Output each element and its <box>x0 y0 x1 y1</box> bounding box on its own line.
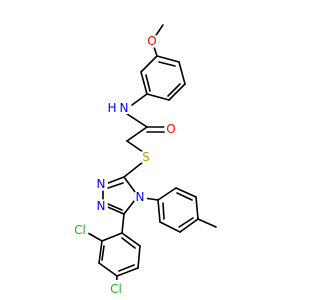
bond-ring-a-4 <box>146 93 170 101</box>
bond-ring-a-inner-3 <box>145 74 151 92</box>
bond-triazole-double-1 <box>107 182 124 189</box>
bond-ring-b-3 <box>195 196 199 220</box>
bond-aryl-n <box>131 93 148 106</box>
atom-n-ring-1-label: N <box>97 199 106 213</box>
bond-ring-a-inner-1 <box>158 61 176 67</box>
atom-s-thioether: S <box>139 150 153 164</box>
bond-triazole-double-2 <box>107 203 123 211</box>
bond-ring-b-4 <box>179 218 199 233</box>
atom-cl-para: Cl <box>107 280 125 298</box>
bond-carbonyl-ch2 <box>126 126 148 142</box>
atom-n-ring-2-label: N <box>97 177 106 191</box>
atom-cl-ortho: Cl <box>71 221 89 239</box>
bond-ring-c-inner-2 <box>118 264 135 272</box>
bond-ring-c-3 <box>98 262 118 277</box>
bond-ring-c-inner-1 <box>101 245 105 261</box>
bond-tolyl-methyl <box>197 218 217 228</box>
atom-o-methoxy-label: O <box>147 34 156 48</box>
bond-ring-b-inner-3 <box>162 202 165 220</box>
bond-ring-c-1 <box>101 232 123 242</box>
atom-o-carbonyl: O <box>164 122 178 136</box>
bond-ring-a-5 <box>140 71 148 95</box>
bond-ring-b-1 <box>157 187 177 201</box>
bond-ring-a-inner-2 <box>167 83 181 97</box>
bond-s-triazole <box>123 161 144 178</box>
bond-layer <box>87 24 217 292</box>
bond-ring-a-6 <box>140 55 158 73</box>
bond-ring-c-2 <box>98 240 103 264</box>
atom-cl-ortho-label: Cl <box>74 223 86 237</box>
bond-ring-b-2 <box>175 187 197 198</box>
bond-ring-c-6 <box>121 232 141 247</box>
bond-ring-b-inner-1 <box>176 192 193 201</box>
atom-n-ring-4: N <box>133 190 147 204</box>
atom-n-ring-1: N <box>94 199 108 213</box>
bond-ring-c-4 <box>116 267 139 277</box>
atom-s-thioether-label: S <box>142 150 150 164</box>
atom-n-amide-label: N <box>120 101 129 115</box>
atom-n-ring-2: N <box>94 177 108 191</box>
atom-h-amide-label: H <box>107 101 116 115</box>
atom-n-amide: N <box>117 101 131 115</box>
bond-ring-b-inner-2 <box>178 217 194 228</box>
molecule-structure-diagram: O N H O S N N N <box>71 24 217 298</box>
atom-n-ring-4-label: N <box>136 190 145 204</box>
bond-ring-b-6 <box>157 199 161 223</box>
bond-ring-c-cl-ortho <box>87 232 103 242</box>
atom-label-layer: O N H O S N N N <box>71 34 178 298</box>
bond-ring-c-5 <box>137 245 141 269</box>
bond-ch2-s <box>126 140 144 153</box>
bond-ring-c-inner-3 <box>121 237 136 249</box>
bond-ring-a-2 <box>178 61 186 85</box>
bond-n-carbonyl <box>123 111 148 128</box>
bond-c5-dichlorophenyl <box>121 213 125 234</box>
atom-o-methoxy: O <box>145 34 159 48</box>
atom-cl-para-label: Cl <box>110 282 122 296</box>
atom-o-carbonyl-label: O <box>166 122 175 136</box>
bond-ring-a-3 <box>168 83 186 101</box>
atom-h-amide: H <box>106 101 118 115</box>
bond-ring-a-1 <box>156 55 180 63</box>
bond-ring-b-5 <box>159 221 181 233</box>
